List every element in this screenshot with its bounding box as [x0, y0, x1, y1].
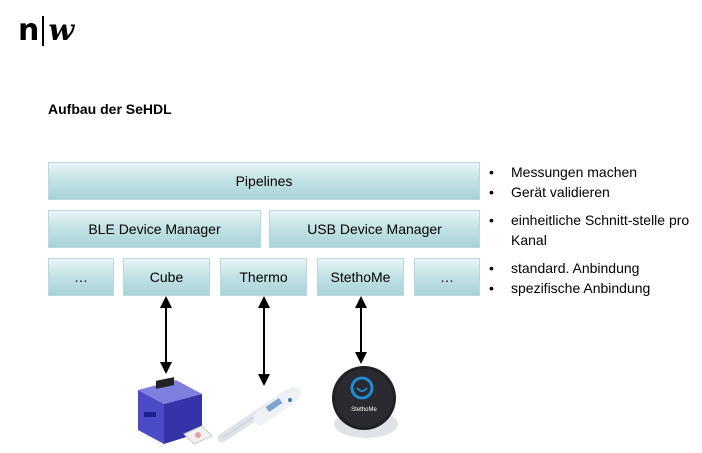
thermometer-image: [217, 387, 301, 443]
bullet-marker: •: [489, 280, 494, 296]
bullet-text: spezifische Anbindung: [511, 280, 651, 296]
logo-n: n: [18, 13, 40, 48]
bullet-list: • Messungen machen • Gerät validieren • ein…: [489, 162, 699, 298]
cube-device-image: [138, 377, 213, 445]
bullet-marker: •: [489, 260, 494, 276]
bullet-item: • Messungen machen: [489, 162, 699, 182]
bullet-text: Gerät validieren: [511, 184, 610, 200]
bullet-marker: •: [489, 212, 494, 228]
stethome-device-label: StethoMe: [351, 407, 377, 413]
bullet-text: einheitliche Schnitt-stelle pro Kanal: [511, 212, 690, 248]
slide-title: Aufbau der SeHDL: [48, 101, 172, 117]
device-box-more-right: …: [414, 258, 480, 296]
device-box-stethome: StethoMe: [317, 258, 404, 296]
bullet-item: • standard. Anbindung: [489, 258, 699, 278]
bullet-item: • spezifische Anbindung: [489, 278, 699, 298]
bullet-item: • Gerät validieren: [489, 182, 699, 202]
ble-device-manager-box: BLE Device Manager: [48, 210, 261, 248]
stethome-device-image: StethoMe: [332, 366, 398, 438]
bullet-text: standard. Anbindung: [511, 260, 640, 276]
pipelines-box: Pipelines: [48, 162, 480, 200]
bullet-marker: •: [489, 184, 494, 200]
usb-device-manager-box: USB Device Manager: [269, 210, 480, 248]
logo-w: w: [48, 13, 75, 48]
bullet-marker: •: [489, 164, 494, 180]
bullet-text: Messungen machen: [511, 164, 638, 180]
logo-divider: [42, 16, 45, 46]
device-box-cube: Cube: [123, 258, 210, 296]
device-box-thermo: Thermo: [220, 258, 307, 296]
bullet-item: • einheitliche Schnitt-stelle pro Kanal: [489, 210, 699, 250]
fhnw-logo: n w: [18, 14, 74, 48]
device-box-more-left: …: [48, 258, 114, 296]
